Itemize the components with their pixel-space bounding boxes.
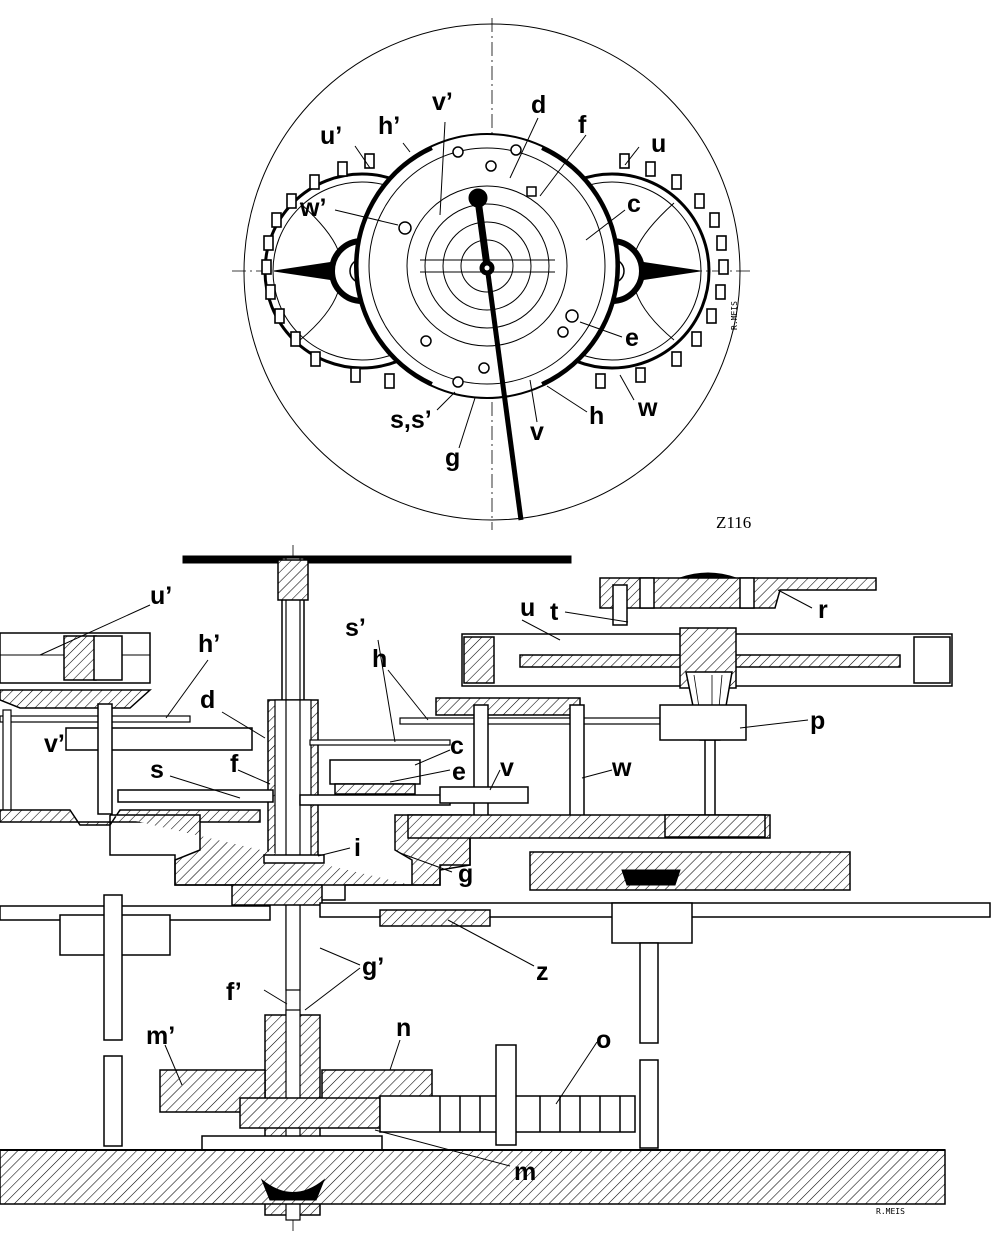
disc-teeth — [261, 153, 729, 389]
hand-bar — [182, 555, 572, 564]
sec-label-h-prime: h’ — [198, 630, 220, 658]
sec-label-s-prime: s’ — [345, 614, 366, 642]
plan-leaders — [334, 117, 640, 449]
left-disc-section — [0, 604, 151, 684]
sec-label-z: z — [536, 958, 549, 986]
label-h: h — [589, 402, 604, 430]
sec-label-e: e — [452, 758, 466, 786]
sec-label-v-prime: v’ — [44, 730, 65, 758]
artist-signature: R.MEIS — [876, 1207, 905, 1216]
base-plate — [0, 1149, 946, 1205]
label-h-prime: h’ — [378, 112, 400, 140]
section-view: u’ h’ d v’ s f s’ h c e v w u t r p i g … — [0, 545, 991, 1234]
label-f: f — [578, 111, 587, 139]
sec-label-d: d — [200, 686, 215, 714]
sec-label-u: u — [520, 594, 535, 622]
sec-label-n: n — [396, 1014, 411, 1042]
sec-label-f: f — [230, 750, 239, 778]
label-d: d — [531, 91, 546, 119]
section-leaders — [164, 589, 813, 1167]
label-v: v — [530, 418, 544, 446]
sec-label-g: g — [458, 860, 473, 888]
label-s-s-prime: s,s’ — [390, 406, 432, 434]
arbor-collar-top — [277, 559, 309, 601]
sec-label-u-prime: u’ — [150, 582, 172, 610]
sec-label-w: w — [611, 754, 632, 782]
left-pointer — [273, 261, 335, 281]
label-g: g — [445, 444, 460, 472]
label-c: c — [627, 190, 641, 218]
sec-label-h: h — [372, 645, 387, 673]
left-upper-plate — [0, 689, 152, 709]
label-u-prime: u’ — [320, 122, 342, 150]
sec-label-o: o — [596, 1026, 611, 1054]
sec-label-g-prime: g’ — [362, 953, 384, 981]
right-pointer — [639, 261, 701, 281]
plan-view: u’ h’ v’ d f u w’ c e w h v s,s’ g R.MEI… — [232, 18, 752, 530]
sec-label-i: i — [354, 834, 361, 862]
sec-label-m: m — [514, 1158, 536, 1186]
sec-label-p: p — [810, 707, 825, 735]
label-v-prime: v’ — [432, 88, 453, 116]
figure-code: Z116 — [716, 513, 751, 532]
sec-label-v: v — [500, 754, 514, 782]
label-e: e — [625, 324, 639, 352]
label-w-prime: w’ — [299, 194, 326, 222]
sec-label-r: r — [818, 596, 828, 624]
center-hands — [468, 188, 524, 521]
sec-label-f-prime: f’ — [226, 978, 242, 1006]
dial-signature: R.MEIS — [730, 301, 739, 330]
sec-label-s: s — [150, 756, 164, 784]
bridge-r — [599, 577, 877, 609]
sec-label-c: c — [450, 732, 464, 760]
sec-label-t: t — [550, 598, 559, 626]
label-w: w — [637, 394, 658, 422]
label-u: u — [651, 130, 666, 158]
sec-label-m-prime: m’ — [146, 1022, 175, 1050]
gear-m — [239, 1097, 381, 1129]
